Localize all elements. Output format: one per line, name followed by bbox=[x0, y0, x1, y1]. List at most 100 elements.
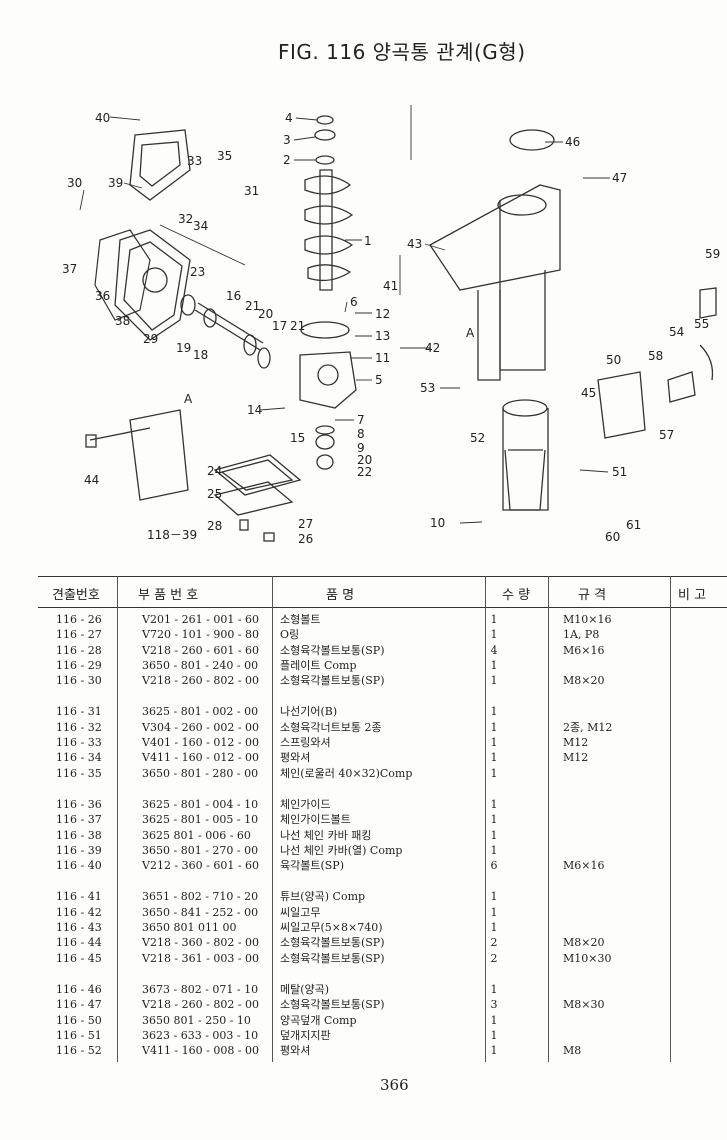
ref-no-cell: 116 - 50 bbox=[56, 1013, 102, 1027]
callout-6: 6 bbox=[350, 295, 358, 309]
callout-29: 29 bbox=[143, 332, 158, 346]
part-no-cell: V218 - 260 - 802 - 00 bbox=[142, 998, 260, 1012]
qty-cell: 1 bbox=[490, 674, 498, 688]
part-name-cell: 체인가이드볼트 bbox=[280, 813, 351, 827]
qty-cell: 1 bbox=[490, 751, 498, 765]
ref-no-cell: 116 - 33 bbox=[56, 736, 102, 750]
callout-33: 33 bbox=[187, 154, 202, 168]
part-name-cell: 메탈(양곡) bbox=[280, 982, 330, 996]
part-no-cell: 3625 - 801 - 004 - 10 bbox=[142, 797, 259, 811]
gearbox-plate bbox=[114, 229, 191, 341]
callout-15: 15 bbox=[290, 431, 305, 445]
callout-1: 1 bbox=[364, 234, 372, 248]
part-name-cell: 소형육각너트보통 2종 bbox=[280, 720, 382, 734]
callout-59: 59 bbox=[705, 247, 720, 261]
header-remarks: 비 고 bbox=[678, 588, 707, 603]
callout-44: 44 bbox=[84, 473, 99, 487]
part-no-cell: V218 - 361 - 003 - 00 bbox=[142, 951, 260, 965]
header-ref-no: 견출번호 bbox=[52, 588, 100, 603]
column-divider bbox=[548, 576, 549, 1062]
spec-cell: 1A, P8 bbox=[563, 628, 600, 642]
table-row: 116 - 44 V218 - 360 - 802 - 00 소형육각볼트보통(SP… bbox=[38, 935, 727, 950]
qty-cell: 1 bbox=[490, 828, 498, 842]
callout-10: 10 bbox=[430, 516, 445, 530]
part-no-cell: 3650 - 801 - 240 - 00 bbox=[142, 658, 259, 672]
part-no-cell: 3651 - 802 - 710 - 20 bbox=[142, 890, 259, 904]
callout-2: 2 bbox=[283, 153, 291, 167]
guard-plate-118-39 bbox=[85, 409, 189, 501]
callout-36: 36 bbox=[95, 289, 110, 303]
spec-cell: M12 bbox=[563, 751, 589, 765]
group-spacer bbox=[38, 781, 727, 797]
part-no-cell: V201 - 261 - 001 - 60 bbox=[142, 613, 260, 626]
part-name-cell: 씨일고무 bbox=[280, 905, 321, 919]
column-divider bbox=[272, 576, 273, 1062]
callout-55: 55 bbox=[694, 317, 709, 331]
ref-no-cell: 116 - 44 bbox=[56, 936, 102, 950]
ref-no-cell: 116 - 34 bbox=[56, 751, 102, 765]
qty-cell: 1 bbox=[490, 720, 498, 734]
callout-24: 24 bbox=[207, 464, 222, 478]
column-divider bbox=[117, 576, 118, 1062]
callout-19: 19 bbox=[176, 341, 191, 355]
callout-3: 3 bbox=[283, 133, 291, 147]
part-name-cell: O링 bbox=[280, 628, 300, 642]
part-no-cell: V218 - 360 - 802 - 00 bbox=[142, 936, 260, 950]
column-divider bbox=[670, 576, 671, 1062]
callout-26: 26 bbox=[298, 532, 313, 546]
callout-17: 17 bbox=[272, 319, 287, 333]
callout-28: 28 bbox=[207, 519, 222, 533]
reference-marker-a-right: A bbox=[466, 326, 475, 340]
ref-no-cell: 116 - 32 bbox=[56, 720, 102, 734]
part-no-cell: 3625 - 801 - 002 - 00 bbox=[142, 705, 259, 719]
group-spacer bbox=[38, 966, 727, 982]
callout-20-left: 20 bbox=[258, 307, 273, 321]
chain-cover bbox=[129, 129, 191, 201]
part-no-cell: 3650 - 801 - 280 - 00 bbox=[142, 766, 259, 780]
qty-cell: 1 bbox=[490, 1044, 498, 1058]
callout-53: 53 bbox=[420, 381, 435, 395]
part-no-cell: 3650 801 011 00 bbox=[142, 921, 237, 935]
part-no-cell: V218 - 260 - 601 - 60 bbox=[142, 643, 260, 657]
qty-cell: 3 bbox=[490, 998, 498, 1012]
spec-cell: M8 bbox=[563, 1044, 582, 1058]
ref-no-cell: 116 - 27 bbox=[56, 628, 102, 642]
part-name-cell: 체인(로울러 40×32)Comp bbox=[280, 766, 413, 780]
part-no-cell: V218 - 260 - 802 - 00 bbox=[142, 674, 260, 688]
qty-cell: 1 bbox=[490, 658, 498, 672]
callout-9: 9 bbox=[357, 441, 365, 455]
part-name-cell: 양곡덮개 Comp bbox=[280, 1013, 357, 1027]
callout-54: 54 bbox=[669, 325, 684, 339]
part-no-cell: 3625 - 801 - 005 - 10 bbox=[142, 813, 259, 827]
callout-50: 50 bbox=[606, 353, 621, 367]
table-header: 견출번호 부 품 번 호 품 명 수 량 규 격 비 고 bbox=[38, 576, 727, 608]
ref-no-cell: 116 - 41 bbox=[56, 890, 102, 904]
auger-screw bbox=[304, 115, 354, 291]
spec-cell: M6×16 bbox=[563, 643, 605, 657]
part-no-cell: V401 - 160 - 012 - 00 bbox=[142, 736, 260, 750]
part-no-cell: 3650 801 - 250 - 10 bbox=[142, 1013, 251, 1027]
group-spacer bbox=[38, 688, 727, 704]
part-name-cell: 플레이트 Comp bbox=[280, 658, 357, 672]
callout-14: 14 bbox=[247, 403, 262, 417]
leader-lines bbox=[79, 105, 610, 524]
qty-cell: 1 bbox=[490, 1028, 498, 1042]
part-no-cell: V411 - 160 - 012 - 00 bbox=[142, 751, 260, 765]
callout-numbers: 40 39 33 35 32 34 31 30 37 36 38 29 23 1… bbox=[62, 111, 720, 546]
callout-21-left: 21 bbox=[245, 299, 260, 313]
header-spec: 규 격 bbox=[578, 588, 607, 603]
part-no-cell: V720 - 101 - 900 - 80 bbox=[142, 628, 260, 642]
part-name-cell: 소형육각볼트보통(SP) bbox=[280, 936, 385, 950]
gasket bbox=[94, 229, 151, 321]
